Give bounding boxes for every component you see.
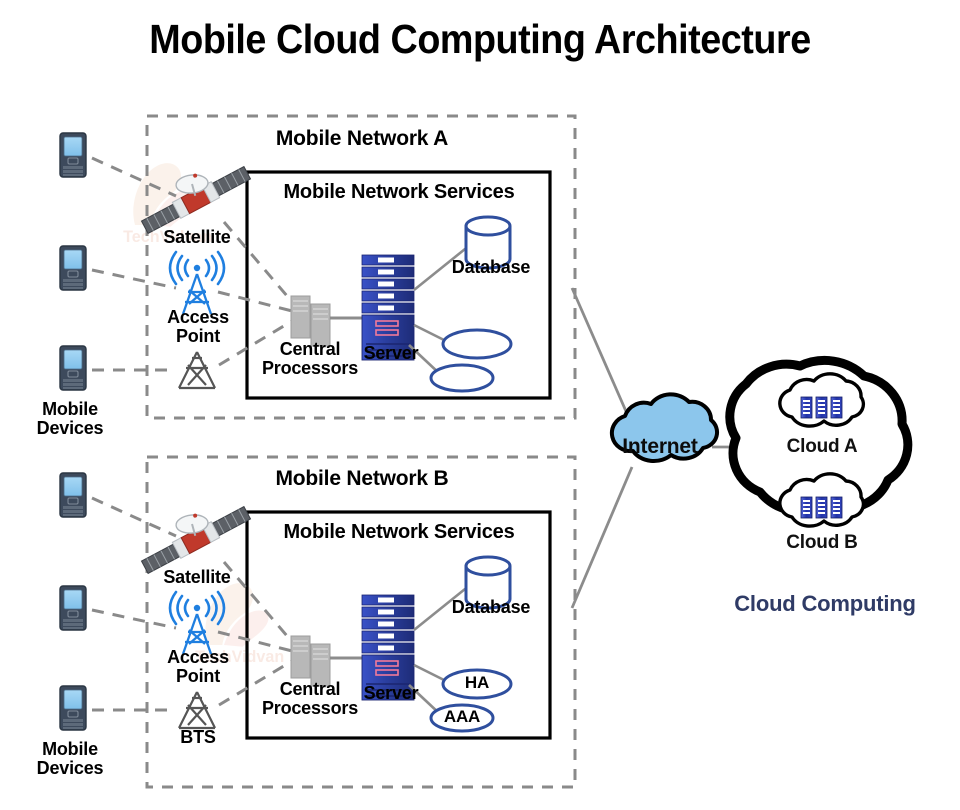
- internet-label: Internet: [622, 435, 698, 458]
- service-ellipse-b1: [441, 668, 513, 700]
- bts-icon-b: [178, 691, 216, 730]
- mobile-device-b2: [59, 585, 87, 631]
- network-b-ellipse-2-label: AAA: [443, 707, 481, 726]
- database-icon-b: [464, 555, 512, 610]
- network-b-title: Mobile Network B: [275, 467, 449, 490]
- database-icon-a: [464, 215, 512, 270]
- server-rack-a: [361, 254, 415, 361]
- mobile-device-a2: [59, 245, 87, 291]
- network-b-server-label: Server: [363, 683, 419, 703]
- mobile-device-b3: [59, 685, 87, 731]
- mobile-devices-label-b: Mobile Devices: [36, 739, 104, 778]
- inner-cloud-a-servers: [800, 396, 843, 419]
- service-ellipse-a2: [429, 363, 495, 393]
- network-b-database-label: Database: [451, 597, 531, 617]
- network-a-server-label: Server: [363, 343, 419, 363]
- inner-cloud-b-label: Cloud B: [786, 532, 858, 553]
- access-point-label-b: Access Point: [167, 647, 229, 686]
- network-a-title: Mobile Network A: [275, 127, 449, 150]
- service-ellipse-b2: [429, 703, 495, 733]
- server-rack-b: [361, 594, 415, 701]
- satellite-icon-a: [140, 165, 252, 235]
- network-b-access-links: [91, 496, 301, 712]
- mobile-device-b1: [59, 472, 87, 518]
- network-b-ellipse-1-label: HA: [464, 673, 490, 692]
- mobile-devices-label-a: Mobile Devices: [36, 399, 104, 438]
- network-b-services-box: [245, 510, 552, 740]
- satellite-label-b: Satellite: [163, 567, 231, 587]
- inner-cloud-b-servers: [800, 496, 843, 519]
- inner-cloud-a: [778, 372, 866, 428]
- mobile-device-a3: [59, 345, 87, 391]
- internet-cloud: [609, 392, 720, 464]
- network-a-database-label: Database: [451, 257, 531, 277]
- network-b-services-title: Mobile Network Services: [283, 521, 515, 543]
- network-a-processors-label: Central Processors: [261, 339, 359, 378]
- network-a-services-title: Mobile Network Services: [283, 181, 515, 203]
- network-b-processors-label: Central Processors: [261, 679, 359, 718]
- network-a-access-links: [91, 156, 301, 372]
- access-point-label-a: Access Point: [167, 307, 229, 346]
- inner-cloud-a-label: Cloud A: [786, 436, 858, 457]
- svg-text:TechVidvan: TechVidvan: [195, 648, 284, 666]
- inner-cloud-b: [778, 472, 866, 528]
- central-processors-icon-a: [290, 295, 331, 347]
- mobile-device-a1: [59, 132, 87, 178]
- network-a-services-box: [245, 170, 552, 400]
- satellite-icon-b: [140, 505, 252, 575]
- network-a-boundary: [145, 114, 577, 420]
- network-b-boundary: [145, 455, 577, 789]
- page-title: Mobile Cloud Computing Architecture: [149, 16, 811, 62]
- central-processors-icon-b: [290, 635, 331, 687]
- bts-icon-a: [178, 351, 216, 390]
- satellite-label-a: Satellite: [163, 227, 231, 247]
- access-point-icon-b: [168, 590, 226, 655]
- cloud-computing-caption: Cloud Computing: [734, 591, 916, 616]
- bts-label-b: BTS: [180, 727, 216, 747]
- svg-text:TechVidvan: TechVidvan: [123, 228, 212, 246]
- service-ellipse-a1: [441, 328, 513, 360]
- access-point-icon-a: [168, 250, 226, 315]
